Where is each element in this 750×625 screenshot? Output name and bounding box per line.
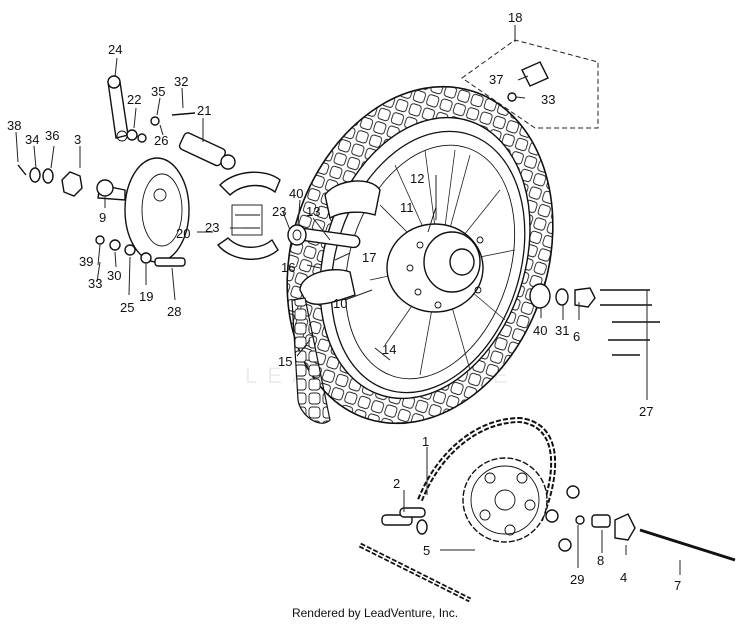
callout-3: 3: [74, 132, 81, 147]
callout-33b: 33: [88, 276, 102, 291]
callout-24: 24: [108, 42, 122, 57]
callout-5: 5: [423, 543, 430, 558]
callout-23b: 23: [272, 204, 286, 219]
brake-shoes: [216, 171, 281, 260]
callout-1: 1: [422, 434, 429, 449]
callout-7: 7: [674, 578, 681, 593]
callout-31: 31: [555, 323, 569, 338]
spacer-40-right: [529, 283, 596, 309]
callout-18: 18: [508, 10, 522, 25]
axle-bolts-27: [600, 289, 660, 356]
callout-10: 10: [333, 296, 347, 311]
callout-12: 12: [410, 171, 424, 186]
footer-credit: Rendered by LeadVenture, Inc.: [291, 606, 459, 620]
inset-box-18: [461, 39, 599, 129]
callout-2: 2: [393, 476, 400, 491]
wheel-hub: [386, 223, 484, 313]
callout-25: 25: [120, 300, 134, 315]
callout-32: 32: [174, 74, 188, 89]
callout-17: 17: [362, 250, 376, 265]
brake-cam-21: [178, 132, 236, 170]
rear-sprocket: [462, 457, 548, 543]
small-fasteners-left: [17, 112, 196, 267]
tube: [291, 180, 381, 424]
callout-13: 13: [306, 204, 320, 219]
callout-28: 28: [167, 304, 181, 319]
brake-arm-24: [107, 75, 129, 142]
callout-15: 15: [278, 354, 292, 369]
bearing-40: [287, 224, 307, 246]
callout-35: 35: [151, 84, 165, 99]
callout-14: 14: [382, 342, 396, 357]
callout-34: 34: [25, 132, 39, 147]
callout-21: 21: [197, 103, 211, 118]
leader-lines: [15, 25, 681, 575]
callout-30: 30: [107, 268, 121, 283]
callout-6: 6: [573, 329, 580, 344]
drive-chain: [358, 416, 557, 603]
callout-29: 29: [570, 572, 584, 587]
callout-22: 22: [127, 92, 141, 107]
callout-33a: 33: [541, 92, 555, 107]
callout-40b: 40: [533, 323, 547, 338]
callout-labels: 1 2 3 4 5 6 7 8 9 10 11 12 13 14 15 16 1…: [7, 10, 681, 593]
callout-36: 36: [45, 128, 59, 143]
callout-38: 38: [7, 118, 21, 133]
callout-23a: 23: [205, 220, 219, 235]
master-link: [381, 507, 428, 535]
callout-39: 39: [79, 254, 93, 269]
callout-27: 27: [639, 404, 653, 419]
callout-8: 8: [597, 553, 604, 568]
callout-40a: 40: [289, 186, 303, 201]
callout-37: 37: [489, 72, 503, 87]
callout-16: 16: [281, 260, 295, 275]
callout-26: 26: [154, 133, 168, 148]
callout-9: 9: [99, 210, 106, 225]
callout-11: 11: [400, 200, 414, 215]
callout-19: 19: [139, 289, 153, 304]
sprocket-hardware: [545, 485, 736, 562]
callout-4: 4: [620, 570, 627, 585]
callout-20: 20: [176, 226, 190, 241]
